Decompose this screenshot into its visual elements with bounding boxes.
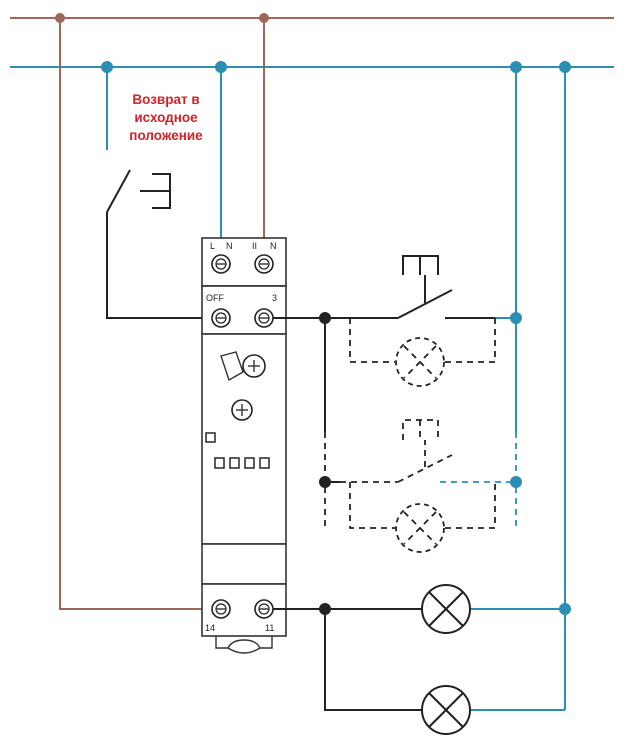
adjustment-screw bbox=[231, 399, 253, 421]
label-off: OFF bbox=[206, 293, 224, 303]
label-11: 11 bbox=[265, 623, 274, 633]
indicator-led bbox=[205, 432, 216, 443]
annotation-line-2: исходное bbox=[134, 110, 198, 125]
dip-switches bbox=[214, 457, 270, 469]
annotation-line-3: положение bbox=[129, 128, 203, 143]
control-junction-2 bbox=[319, 476, 331, 488]
lamp-1 bbox=[421, 584, 471, 634]
load-junction bbox=[319, 603, 331, 615]
phase-drops bbox=[59, 18, 265, 610]
reset-pushbutton bbox=[106, 169, 220, 319]
terminal-l-n bbox=[211, 254, 231, 274]
time-knob bbox=[220, 351, 266, 382]
label-3: 3 bbox=[272, 293, 277, 303]
label-n1: N bbox=[226, 241, 233, 251]
neutral-junction-2 bbox=[215, 61, 227, 73]
neutral-junction-7 bbox=[559, 603, 571, 615]
neutral-junction-4 bbox=[559, 61, 571, 73]
terminal-11 bbox=[254, 599, 274, 619]
label-n2: N bbox=[270, 241, 277, 251]
label-14: 14 bbox=[205, 623, 215, 633]
phase-junction-1 bbox=[55, 13, 65, 23]
neutral-junction-5 bbox=[510, 312, 522, 324]
neutral-drops bbox=[106, 67, 566, 711]
neutral-junction-1 bbox=[101, 61, 113, 73]
terminal-3 bbox=[254, 308, 274, 328]
terminal-14 bbox=[211, 599, 231, 619]
load-wiring bbox=[273, 608, 422, 711]
terminal-off bbox=[211, 308, 231, 328]
neutral-junction-6 bbox=[510, 476, 522, 488]
lamp-2 bbox=[421, 685, 471, 735]
impulse-relay bbox=[201, 237, 287, 654]
label-ii: II bbox=[252, 241, 257, 251]
lamp-dashed-top bbox=[349, 318, 496, 387]
label-l: L bbox=[210, 241, 215, 251]
pushbutton-dashed bbox=[340, 419, 496, 553]
terminal-ii-n bbox=[254, 254, 274, 274]
annotation-line-1: Возврат в bbox=[132, 92, 199, 107]
pushbutton-top bbox=[397, 255, 495, 319]
phase-junction-2 bbox=[259, 13, 269, 23]
neutral-junction-3 bbox=[510, 61, 522, 73]
control-junction-1 bbox=[319, 312, 331, 324]
control-wiring bbox=[273, 317, 398, 530]
